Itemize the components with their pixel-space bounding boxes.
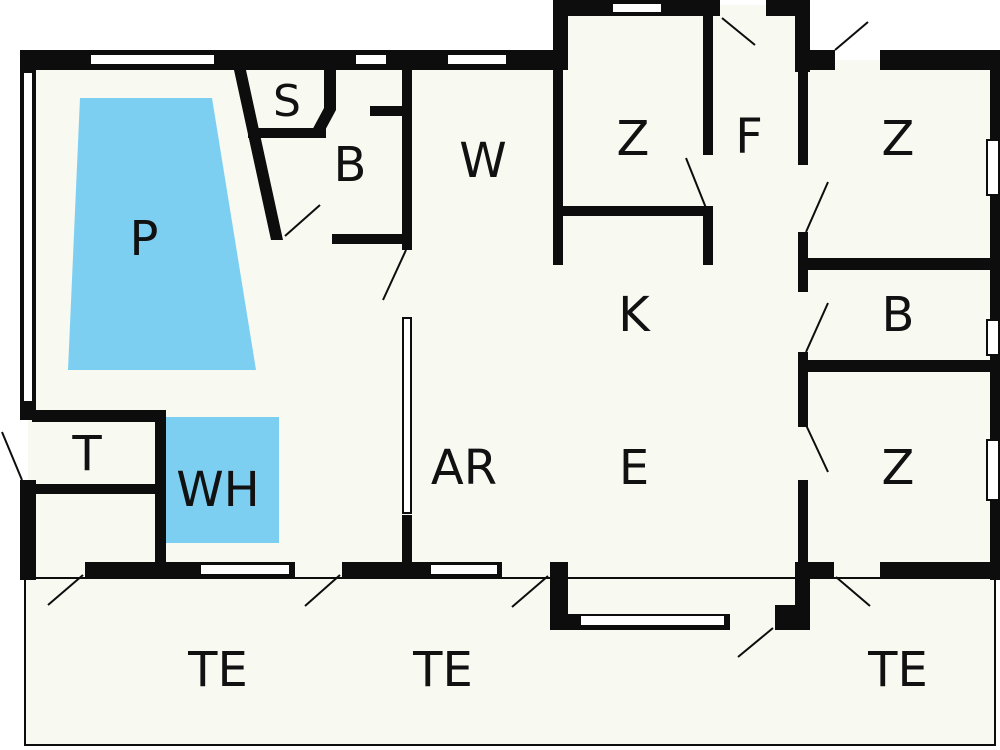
window-east-3 — [986, 439, 1000, 501]
wall-toilet-bottom — [32, 484, 166, 494]
wall-south-e — [808, 562, 834, 578]
wall-east-column-mid-b — [798, 352, 808, 427]
wall-east-column-top — [798, 60, 808, 165]
door-swing-bath-right — [805, 302, 829, 353]
wall-bath-right — [402, 60, 412, 250]
wall-bath-stub — [370, 106, 410, 116]
window-north-2 — [354, 53, 388, 66]
door-swing-utility — [382, 249, 407, 301]
label-room-bottom-right: Z — [882, 440, 915, 496]
wall-south-d — [795, 562, 810, 622]
wall-room-z1-bottom — [553, 206, 713, 216]
wall-toilet-top — [32, 410, 166, 422]
label-whirlpool: WH — [176, 462, 260, 518]
window-north-1 — [89, 53, 216, 66]
label-bath-small: B — [334, 137, 367, 193]
door-swings — [1, 17, 871, 658]
terrace-floor — [24, 577, 996, 746]
door-swing-bath — [284, 204, 321, 237]
pool — [68, 98, 256, 370]
window-east-2 — [986, 319, 1000, 356]
door-swing-north-east — [834, 21, 869, 51]
door-swing-south-1 — [47, 574, 84, 606]
door-swing-south-3 — [511, 575, 549, 608]
label-hall: F — [735, 109, 763, 165]
label-terrace-right: TE — [867, 642, 928, 698]
label-activity-room: AR — [431, 440, 497, 496]
window-south-1 — [199, 563, 291, 576]
whirlpool — [166, 417, 279, 543]
wall-room-z2-bottom — [808, 258, 998, 270]
door-swing-south-5 — [835, 576, 871, 607]
wall-bath-diagonal — [234, 70, 283, 240]
door-swing-room-z3 — [805, 424, 829, 473]
room-labels: P S B W Z F Z K B T WH AR E Z TE TE TE — [71, 76, 927, 698]
label-room-top-right: Z — [882, 111, 915, 167]
label-dining: E — [619, 440, 649, 496]
wall-room-z1-right-top — [703, 10, 713, 155]
window-east-1 — [986, 139, 1000, 196]
wall-room-z1-right-bottom — [703, 210, 713, 265]
window-west — [22, 71, 34, 403]
door-swing-entry — [721, 17, 756, 46]
wall-west-bottom — [20, 480, 36, 580]
label-kitchen: K — [618, 287, 651, 343]
window-north-3 — [446, 53, 508, 66]
wall-room-z1-left — [553, 60, 563, 265]
windows — [22, 2, 1000, 627]
wall-north-east-b — [880, 50, 998, 70]
wall-sauna-right — [310, 70, 336, 136]
window-north-wing — [611, 2, 663, 14]
wall-activity-room — [402, 515, 412, 573]
window-activity-room — [402, 317, 412, 514]
label-room-top-left: Z — [617, 111, 650, 167]
label-toilet: T — [71, 426, 102, 482]
window-kitchen-bay — [579, 614, 726, 627]
north-wing-floor — [555, 5, 810, 75]
wall-whirlpool-left — [155, 410, 166, 570]
wall-east — [990, 50, 1000, 580]
door-swing-room-z2 — [805, 181, 829, 233]
wall-east-column-bottom — [798, 480, 808, 570]
wall-bath-bottom — [332, 234, 410, 244]
door-swing-west — [1, 431, 23, 481]
label-terrace-left: TE — [187, 642, 248, 698]
east-wing-floor — [800, 60, 997, 580]
wall-east-column-mid-a — [798, 232, 808, 292]
wall-bath-right-bottom — [808, 360, 998, 372]
wall-south-f — [880, 562, 998, 578]
label-sauna: S — [273, 76, 301, 127]
door-swing-south-4 — [737, 627, 774, 658]
label-terrace-mid: TE — [412, 642, 473, 698]
wall-sauna-bottom — [248, 128, 326, 138]
label-bath-right: B — [882, 287, 915, 343]
label-utility: W — [459, 133, 506, 189]
wall-north-wing-left — [553, 0, 568, 70]
label-pool: P — [130, 211, 159, 267]
door-swing-south-2 — [304, 574, 341, 607]
door-swing-room-z1 — [685, 157, 707, 209]
window-south-2 — [429, 563, 499, 576]
wall-south-c — [550, 562, 568, 630]
